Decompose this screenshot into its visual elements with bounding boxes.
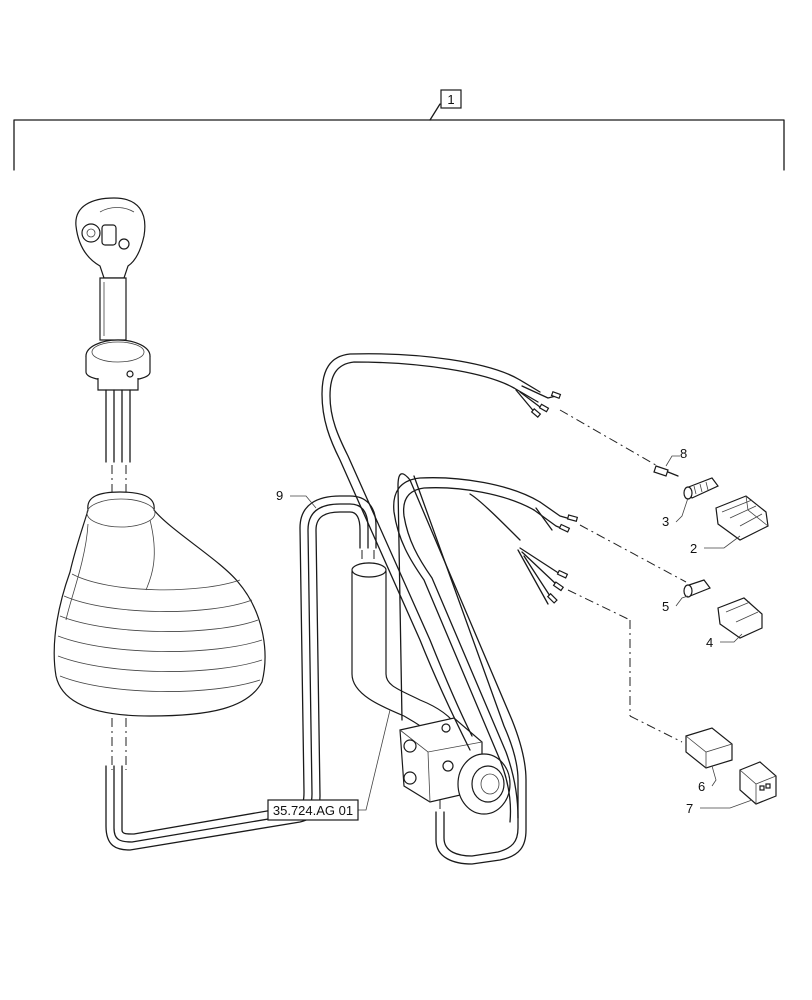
callout-2: 2 <box>690 541 697 556</box>
assembly-bracket: 1 <box>13 89 785 171</box>
callout-3: 3 <box>662 514 669 529</box>
seal-5 <box>683 579 711 598</box>
callout-4: 4 <box>706 635 713 650</box>
wire-harness-upper <box>321 353 669 751</box>
connector-2 <box>715 495 769 541</box>
joystick-handle <box>75 197 151 520</box>
connector-7 <box>739 761 777 805</box>
callout-7: 7 <box>686 801 693 816</box>
callout-6: 6 <box>698 779 705 794</box>
reference-label: 35.724.AG 01 <box>273 803 353 818</box>
pilot-valve <box>351 473 527 865</box>
leader-lines <box>290 455 753 811</box>
assembly-callout-1: 1 <box>447 92 454 107</box>
connector-6 <box>685 727 733 769</box>
callout-5: 5 <box>662 599 669 614</box>
seal-3 <box>683 477 719 500</box>
callout-9: 9 <box>276 488 283 503</box>
connector-4 <box>717 597 763 639</box>
rubber-boot <box>53 491 266 770</box>
reference-box: 35.724.AG 01 <box>267 799 359 821</box>
wire-harness-lower <box>393 477 687 823</box>
hose-9 <box>105 495 377 851</box>
callout-8: 8 <box>680 446 687 461</box>
terminal-8 <box>653 465 679 477</box>
